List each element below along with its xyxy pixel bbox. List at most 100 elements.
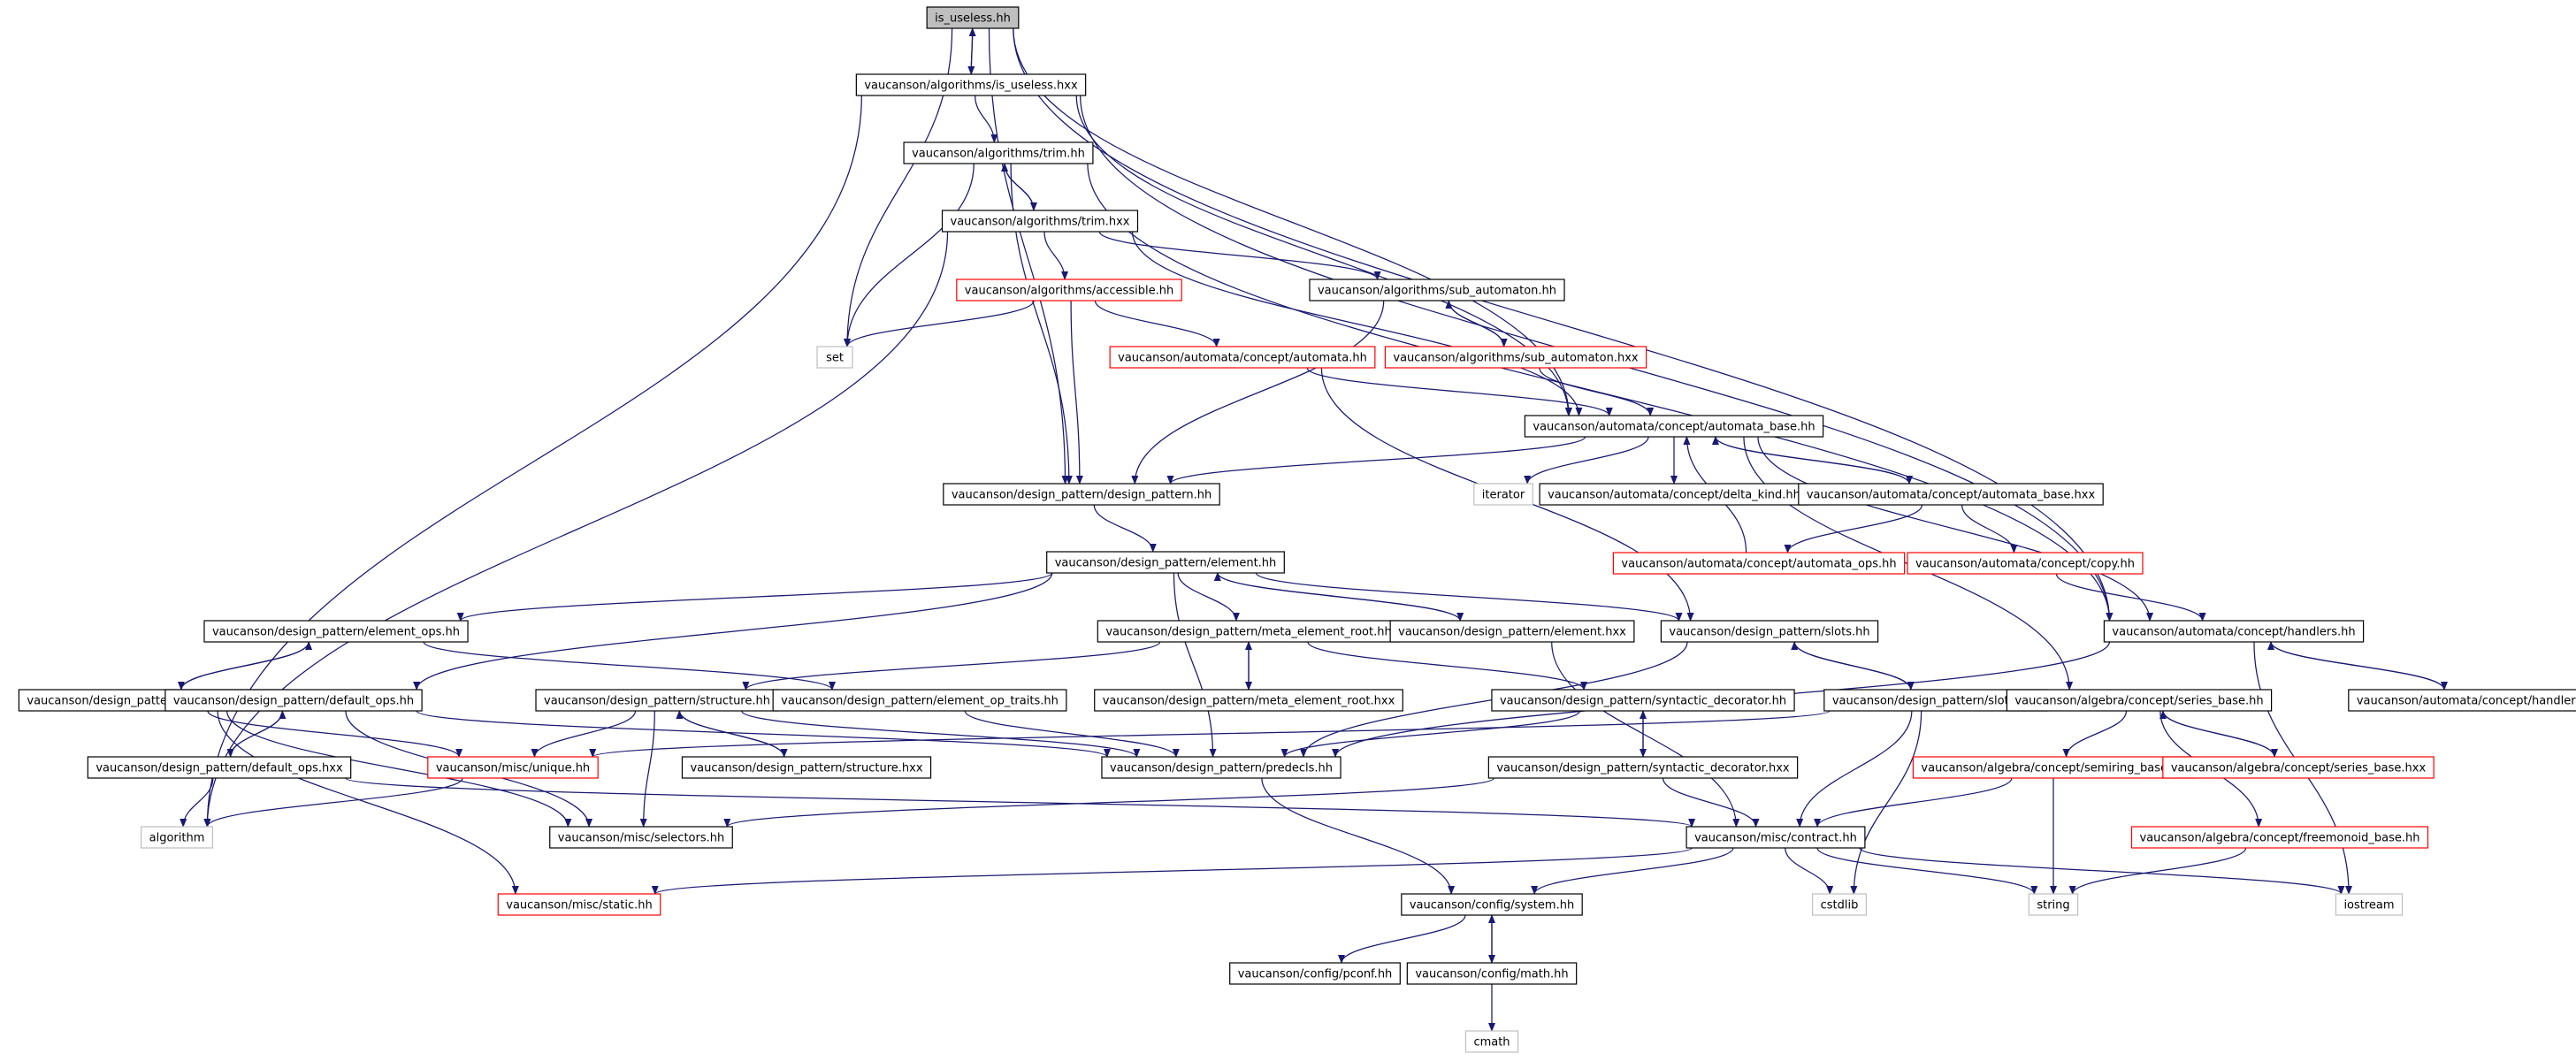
node-vaucanson-design-pattern-meta-element-root-hxx[interactable]: vaucanson/design_pattern/meta_element_ro…	[1094, 689, 1403, 712]
node-box	[1473, 483, 1533, 506]
node-vaucanson-misc-unique-hh[interactable]: vaucanson/misc/unique.hh	[427, 756, 599, 779]
edge-n4-to-n10	[1070, 300, 1083, 485]
edge-n3-to-n4	[1043, 231, 1069, 280]
node-vaucanson-design-pattern-default-ops-hxx[interactable]: vaucanson/design_pattern/default_ops.hxx	[87, 756, 352, 779]
node-vaucanson-misc-contract-hh[interactable]: vaucanson/misc/contract.hh	[1685, 826, 1866, 849]
node-vaucanson-design-pattern-structure-hxx[interactable]: vaucanson/design_pattern/structure.hxx	[681, 756, 932, 779]
node-vaucanson-misc-selectors-hh[interactable]: vaucanson/misc/selectors.hh	[549, 826, 733, 849]
node-label: string	[2037, 899, 2069, 912]
node-label: vaucanson/design_pattern/structure.hh	[544, 695, 770, 708]
edge-n0-to-n21	[1013, 27, 2114, 622]
node-box	[1524, 415, 1824, 438]
node-label: cstdlib	[1821, 899, 1859, 912]
edge-n19-to-n40	[1551, 641, 1740, 828]
node-label: vaucanson/algebra/concept/series_base.hh	[2014, 695, 2263, 708]
node-label: vaucanson/design_pattern/meta_element_ro…	[1103, 695, 1395, 708]
edge-n13-to-n14	[1784, 504, 1923, 553]
node-box	[1812, 893, 1867, 916]
node-box	[2130, 826, 2429, 849]
node-vaucanson-algebra-concept-series-base-hxx[interactable]: vaucanson/algebra/concept/series_base.hx…	[2162, 756, 2435, 779]
edge-n4-to-n5	[844, 300, 1035, 347]
node-box	[141, 826, 213, 849]
node-vaucanson-automata-concept-delta-kind-hh[interactable]: vaucanson/automata/concept/delta_kind.hh	[1539, 483, 1809, 506]
node-vaucanson-algorithms-trim-hh[interactable]: vaucanson/algorithms/trim.hh	[903, 141, 1094, 164]
node-vaucanson-design-pattern-meta-element-root-hh[interactable]: vaucanson/design_pattern/meta_element_ro…	[1097, 620, 1401, 643]
node-label: vaucanson/design_pattern/design_pattern.…	[952, 489, 1212, 502]
edge-n40-to-n43	[1531, 847, 1734, 895]
edge-n8-to-n9	[1539, 367, 1655, 416]
node-vaucanson-algebra-concept-series-base-hh[interactable]: vaucanson/algebra/concept/series_base.hh	[2006, 689, 2273, 712]
node-vaucanson-algorithms-accessible-hh[interactable]: vaucanson/algorithms/accessible.hh	[956, 279, 1182, 302]
node-vaucanson-automata-concept-automata-base-hxx[interactable]: vaucanson/automata/concept/automata_base…	[1798, 483, 2104, 506]
node-vaucanson-design-pattern-syntactic-decorator-hxx[interactable]: vaucanson/design_pattern/syntactic_decor…	[1487, 756, 1799, 779]
edge-n41-to-n45	[2068, 847, 2247, 895]
edge-n1-to-n0	[968, 27, 976, 75]
node-vaucanson-misc-static-hh[interactable]: vaucanson/misc/static.hh	[497, 893, 661, 916]
node-label: vaucanson/design_pattern/slots.hxx	[1832, 695, 2040, 708]
node-box	[1539, 483, 1809, 506]
edges-layer	[177, 27, 2448, 1032]
edge-n22-to-n39	[226, 710, 572, 828]
node-box	[1487, 756, 1799, 779]
node-vaucanson-algebra-concept-semiring-base-hh[interactable]: vaucanson/algebra/concept/semiring_base.…	[1912, 756, 2195, 779]
node-vaucanson-automata-concept-handlers-hxx[interactable]: vaucanson/automata/concept/handlers.hxx	[2348, 689, 2576, 712]
node-vaucanson-automata-concept-handlers-hh[interactable]: vaucanson/automata/concept/handlers.hh	[2103, 620, 2365, 643]
node-box	[1309, 279, 1565, 302]
node-vaucanson-design-pattern-predecls-hh[interactable]: vaucanson/design_pattern/predecls.hh	[1101, 756, 1342, 779]
edge-n3-to-n9	[1131, 231, 1583, 416]
edge-n24-to-n34	[741, 710, 1141, 758]
node-iterator: iterator	[1473, 483, 1533, 506]
node-vaucanson-algorithms-trim-hxx[interactable]: vaucanson/algorithms/trim.hxx	[941, 210, 1139, 233]
node-box	[164, 689, 423, 712]
node-vaucanson-design-pattern-syntactic-decorator-hh[interactable]: vaucanson/design_pattern/syntactic_decor…	[1491, 689, 1795, 712]
node-cmath: cmath	[1464, 1030, 1519, 1053]
node-vaucanson-design-pattern-default-ops-hh[interactable]: vaucanson/design_pattern/default_ops.hh	[164, 689, 423, 712]
node-label: iostream	[2343, 899, 2394, 912]
node-is-useless-hh[interactable]: is_useless.hh	[926, 6, 1020, 29]
node-label: vaucanson/algebra/concept/freemonoid_bas…	[2140, 832, 2420, 845]
node-vaucanson-design-pattern-design-pattern-hh[interactable]: vaucanson/design_pattern/design_pattern.…	[943, 483, 1220, 506]
node-box	[549, 826, 733, 849]
node-box	[903, 141, 1094, 164]
node-box	[1798, 483, 2104, 506]
node-label: vaucanson/automata/concept/automata_base…	[1807, 489, 2096, 502]
edge-n1-to-n38	[203, 95, 862, 828]
edge-n33-to-n24	[676, 710, 785, 758]
node-vaucanson-design-pattern-element-hh[interactable]: vaucanson/design_pattern/element.hh	[1046, 551, 1285, 574]
edge-n22-to-n32	[207, 710, 462, 758]
node-vaucanson-design-pattern-element-hxx[interactable]: vaucanson/design_pattern/element.hxx	[1389, 620, 1635, 643]
edge-n9-to-n10	[1166, 436, 1586, 485]
edge-n4-to-n7	[1094, 300, 1220, 347]
node-box	[1401, 893, 1583, 916]
node-box	[816, 346, 853, 369]
edge-n2-to-n5	[844, 163, 975, 347]
edge-n36-to-n40	[1814, 777, 2013, 828]
node-label: vaucanson/design_pattern/meta_element_ro…	[1105, 626, 1391, 639]
node-vaucanson-automata-concept-copy-hh[interactable]: vaucanson/automata/concept/copy.hh	[1907, 552, 2144, 575]
edge-n1-to-n2	[975, 95, 998, 143]
node-vaucanson-design-pattern-structure-hh[interactable]: vaucanson/design_pattern/structure.hh	[535, 689, 779, 712]
node-box	[427, 756, 599, 779]
node-vaucanson-design-pattern-slots-hh[interactable]: vaucanson/design_pattern/slots.hh	[1660, 620, 1879, 643]
node-vaucanson-algorithms-sub-automaton-hh[interactable]: vaucanson/algorithms/sub_automaton.hh	[1309, 279, 1565, 302]
node-vaucanson-config-pconf-hh[interactable]: vaucanson/config/pconf.hh	[1229, 962, 1401, 985]
node-vaucanson-design-pattern-element-ops-hh[interactable]: vaucanson/design_pattern/element_ops.hh	[203, 620, 469, 643]
node-vaucanson-config-system-hh[interactable]: vaucanson/config/system.hh	[1401, 893, 1583, 916]
node-label: vaucanson/design_pattern/default_ops.hh	[173, 695, 414, 708]
node-box	[1612, 552, 1906, 575]
node-vaucanson-algorithms-is-useless-hxx[interactable]: vaucanson/algorithms/is_useless.hxx	[855, 73, 1087, 96]
edge-n0-to-n10	[988, 27, 1069, 485]
node-vaucanson-automata-concept-automata-ops-hh[interactable]: vaucanson/automata/concept/automata_ops.…	[1612, 552, 1906, 575]
node-label: vaucanson/design_pattern/element.hxx	[1398, 626, 1626, 639]
node-label: vaucanson/automata/concept/automata_base…	[1533, 421, 1815, 434]
node-vaucanson-algorithms-sub-automaton-hxx[interactable]: vaucanson/algorithms/sub_automaton.hxx	[1384, 346, 1647, 369]
node-label: vaucanson/config/system.hh	[1410, 899, 1574, 912]
node-vaucanson-algebra-concept-freemonoid-base-hh[interactable]: vaucanson/algebra/concept/freemonoid_bas…	[2130, 826, 2429, 849]
node-vaucanson-automata-concept-automata-hh[interactable]: vaucanson/automata/concept/automata.hh	[1109, 346, 1376, 369]
node-vaucanson-config-math-hh[interactable]: vaucanson/config/math.hh	[1406, 962, 1578, 985]
node-label: vaucanson/automata/concept/handlers.hh	[2112, 626, 2355, 639]
node-vaucanson-design-pattern-element-op-traits-hh[interactable]: vaucanson/design_pattern/element_op_trai…	[772, 689, 1067, 712]
node-vaucanson-automata-concept-automata-base-hh[interactable]: vaucanson/automata/concept/automata_base…	[1524, 415, 1824, 438]
node-label: vaucanson/algorithms/trim.hh	[912, 148, 1085, 161]
